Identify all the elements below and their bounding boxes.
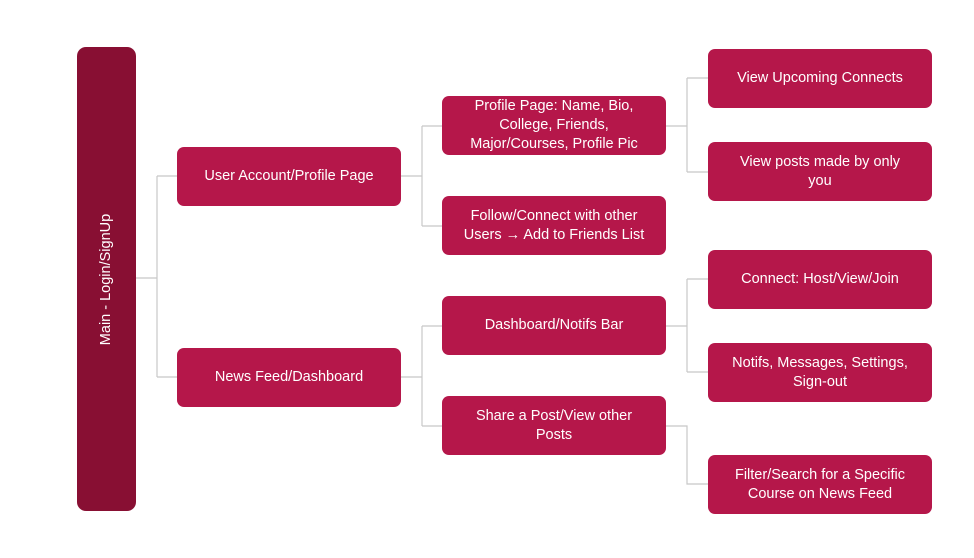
connector-share-post-to-filter bbox=[666, 425, 708, 485]
node-label: Filter/Search for a Specific Course on N… bbox=[734, 466, 906, 502]
node-follow-connect: Follow/Connect with other Users → Add to… bbox=[442, 196, 666, 255]
connector-dashboard-to-children bbox=[666, 278, 708, 373]
node-label: View Upcoming Connects bbox=[737, 70, 903, 86]
node-label: Profile Page: Name, Bio, College, Friend… bbox=[470, 98, 638, 152]
node-view-own-posts: View posts made by only you bbox=[708, 142, 932, 201]
node-profile-page-details: Profile Page: Name, Bio, College, Friend… bbox=[442, 96, 666, 155]
root-node: Main - Login/SignUp bbox=[77, 47, 136, 511]
node-connect-host-view-join: Connect: Host/View/Join bbox=[708, 250, 932, 309]
node-label: Share a Post/View other Posts bbox=[475, 407, 633, 443]
node-label: View posts made by only you bbox=[739, 153, 901, 189]
node-dashboard-notifs-bar: Dashboard/Notifs Bar bbox=[442, 296, 666, 355]
node-label: Connect: Host/View/Join bbox=[741, 271, 899, 287]
node-label: News Feed/Dashboard bbox=[214, 369, 364, 385]
node-notifs-messages-settings: Notifs, Messages, Settings, Sign-out bbox=[708, 343, 932, 402]
node-view-upcoming-connects: View Upcoming Connects bbox=[708, 49, 932, 108]
connector-profile-page-to-children bbox=[666, 77, 708, 173]
node-share-post: Share a Post/View other Posts bbox=[442, 396, 666, 455]
connector-user-account-to-children bbox=[401, 125, 442, 227]
node-news-feed-dashboard: News Feed/Dashboard bbox=[177, 348, 401, 407]
node-label: User Account/Profile Page bbox=[204, 168, 374, 184]
node-label: Dashboard/Notifs Bar bbox=[484, 317, 624, 333]
connector-root-to-level1 bbox=[136, 175, 177, 378]
connector-news-feed-to-children bbox=[401, 325, 442, 427]
node-filter-search-course: Filter/Search for a Specific Course on N… bbox=[708, 455, 932, 514]
root-node-label: Main - Login/SignUp bbox=[98, 213, 115, 345]
node-user-account-profile-page: User Account/Profile Page bbox=[177, 147, 401, 206]
node-label: Notifs, Messages, Settings, Sign-out bbox=[732, 354, 908, 390]
node-label: Follow/Connect with other Users → Add to… bbox=[463, 207, 645, 243]
